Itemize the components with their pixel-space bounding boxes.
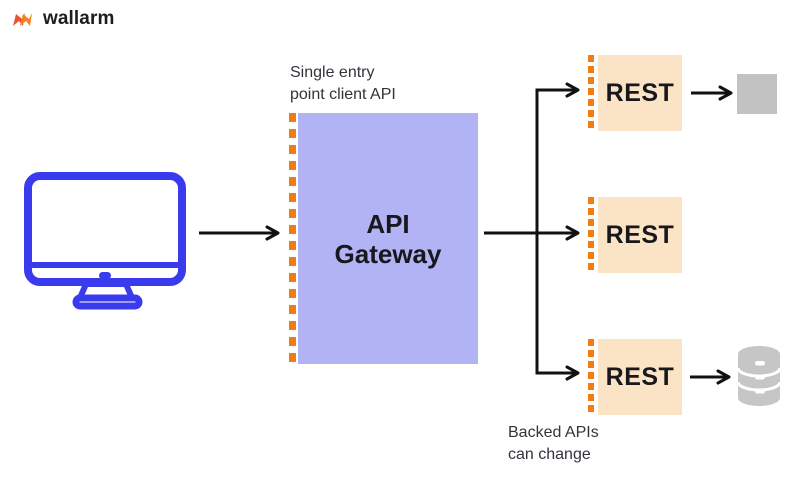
rest-dashed-edge-2 [588, 197, 594, 273]
rest-dashed-edge-1 [588, 55, 594, 131]
arrow-gateway-to-rest-bottom [535, 233, 580, 381]
wallarm-logo: wallarm [12, 8, 114, 30]
rest-dashed-edge-3 [588, 339, 594, 415]
rest-label-1: REST [605, 78, 675, 107]
wallarm-mark-icon [13, 13, 32, 26]
arrow-gateway-to-rest-top [535, 82, 580, 233]
backend-caption: Backed APIs can change [508, 424, 599, 463]
gateway-caption: Single entry point client API [290, 64, 396, 103]
rest-node-1: REST [598, 55, 682, 131]
rest-node-3: REST [598, 339, 682, 415]
wallarm-wordmark: wallarm [43, 8, 115, 29]
rest-label-3: REST [605, 362, 675, 391]
api-gateway-node: API Gateway [298, 113, 478, 364]
database-icon [736, 346, 782, 406]
backend-service-square [737, 74, 777, 114]
rest-node-2: REST [598, 197, 682, 273]
desktop-computer-icon [24, 172, 186, 310]
api-gateway-label: API Gateway [334, 208, 442, 269]
gateway-dashed-edge [289, 113, 296, 363]
rest-label-2: REST [605, 220, 675, 249]
